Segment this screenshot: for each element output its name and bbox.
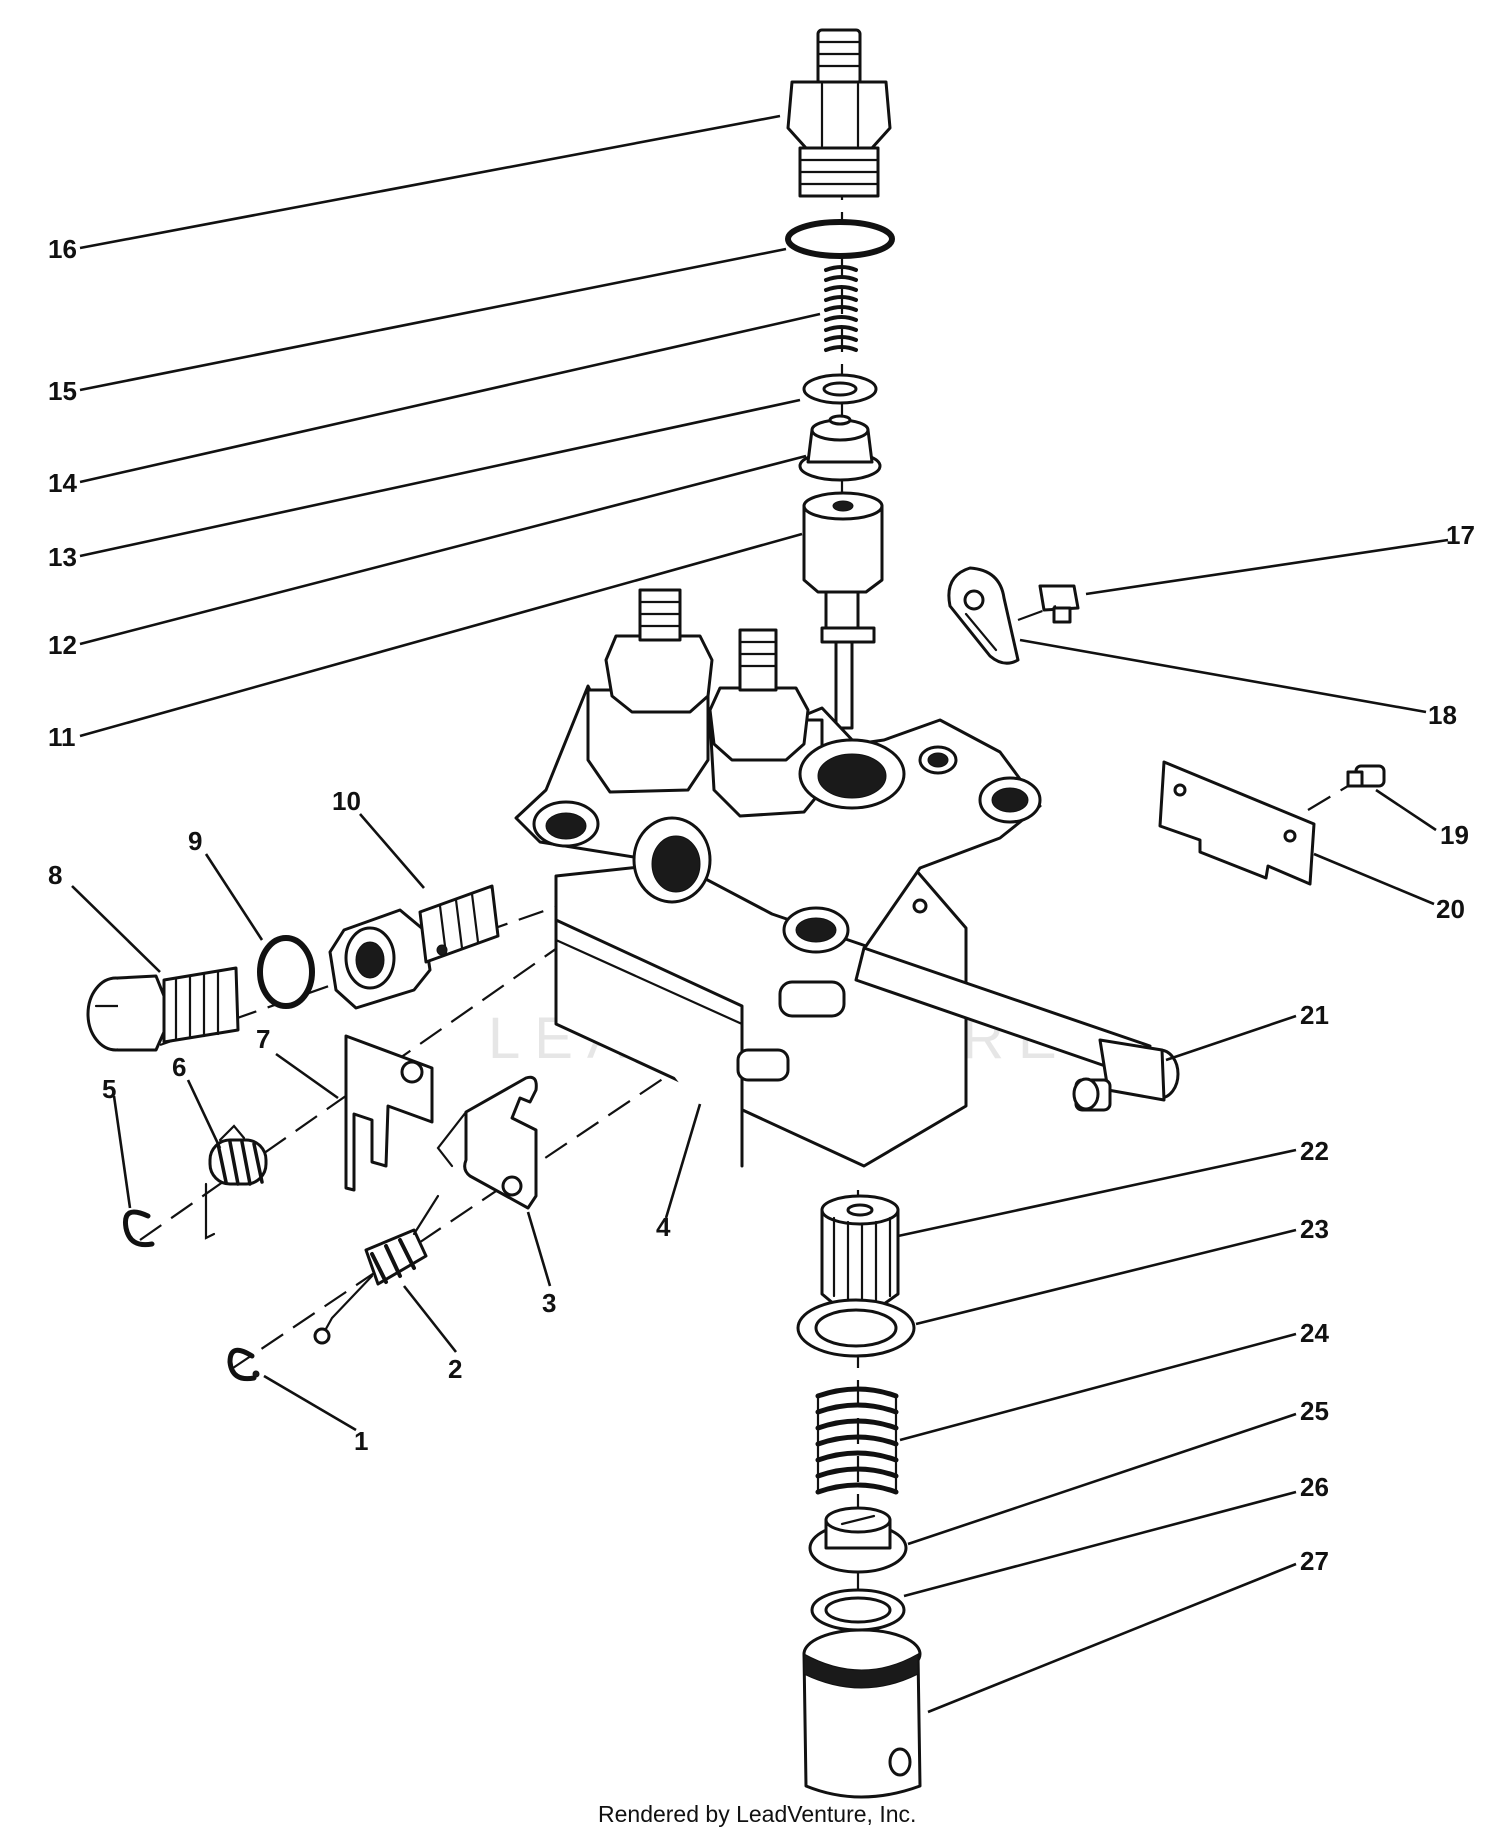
part-12-delivery-valve xyxy=(798,414,882,482)
callout-7: 7 xyxy=(256,1024,270,1054)
part-27-tappet xyxy=(802,1628,922,1799)
part-18-clamp xyxy=(947,566,1020,665)
footer-credit: Rendered by LeadVenture, Inc. xyxy=(598,1801,916,1827)
callout-16: 16 xyxy=(48,234,77,264)
callout-25: 25 xyxy=(1300,1396,1329,1426)
callout-13: 13 xyxy=(48,542,77,572)
callout-12: 12 xyxy=(48,630,77,660)
callout-18: 18 xyxy=(1428,700,1457,730)
callout-2: 2 xyxy=(448,1354,462,1384)
callout-19: 19 xyxy=(1440,820,1469,850)
callout-9: 9 xyxy=(188,826,202,856)
part-19-screw xyxy=(1346,764,1386,788)
callout-1: 1 xyxy=(354,1426,368,1456)
part-9-gasket xyxy=(257,935,315,1009)
callout-10: 10 xyxy=(332,786,361,816)
part-1-snap-ring xyxy=(227,1347,257,1382)
axis-19 xyxy=(1307,785,1349,811)
callout-22: 22 xyxy=(1300,1136,1329,1166)
callout-20: 20 xyxy=(1436,894,1465,924)
callout-17: 17 xyxy=(1446,520,1475,550)
part-10-banjo-fitting xyxy=(328,884,500,1010)
callout-24: 24 xyxy=(1300,1318,1329,1348)
callout-14: 14 xyxy=(48,468,77,498)
callout-5: 5 xyxy=(102,1074,116,1104)
part-2-spring xyxy=(313,1194,440,1345)
part-6-spring xyxy=(204,1124,268,1240)
callout-numbers: 16 15 14 13 12 11 17 18 19 20 21 22 23 2… xyxy=(48,234,1475,1576)
callout-6: 6 xyxy=(172,1052,186,1082)
callout-26: 26 xyxy=(1300,1472,1329,1502)
part-20-cover-plate xyxy=(1158,760,1316,886)
callout-15: 15 xyxy=(48,376,77,406)
part-5-snap-ring xyxy=(122,1209,155,1248)
leader-lines xyxy=(71,114,1449,1714)
part-22-pinion xyxy=(820,1194,900,1306)
axis-17 xyxy=(1017,604,1057,622)
part-15-o-ring xyxy=(785,219,895,259)
part-16-valve-holder xyxy=(786,28,892,198)
part-24-spring xyxy=(815,1386,899,1495)
callout-23: 23 xyxy=(1300,1214,1329,1244)
part-17-screw xyxy=(1038,584,1080,624)
part-14-spring xyxy=(824,265,858,352)
part-11-valve-seat xyxy=(802,491,884,730)
callout-11: 11 xyxy=(48,722,76,752)
part-21-control-rod xyxy=(854,946,1180,1112)
callout-27: 27 xyxy=(1300,1546,1329,1576)
part-7-bracket xyxy=(344,1034,434,1192)
callout-3: 3 xyxy=(542,1288,556,1318)
callout-8: 8 xyxy=(48,860,62,890)
part-3-lever xyxy=(436,1075,538,1210)
callout-21: 21 xyxy=(1300,1000,1329,1030)
part-4-pump-body xyxy=(514,588,1042,1168)
part-8-banjo-bolt xyxy=(86,966,240,1052)
part-25-spring-seat xyxy=(808,1506,908,1574)
callout-4: 4 xyxy=(656,1212,671,1242)
